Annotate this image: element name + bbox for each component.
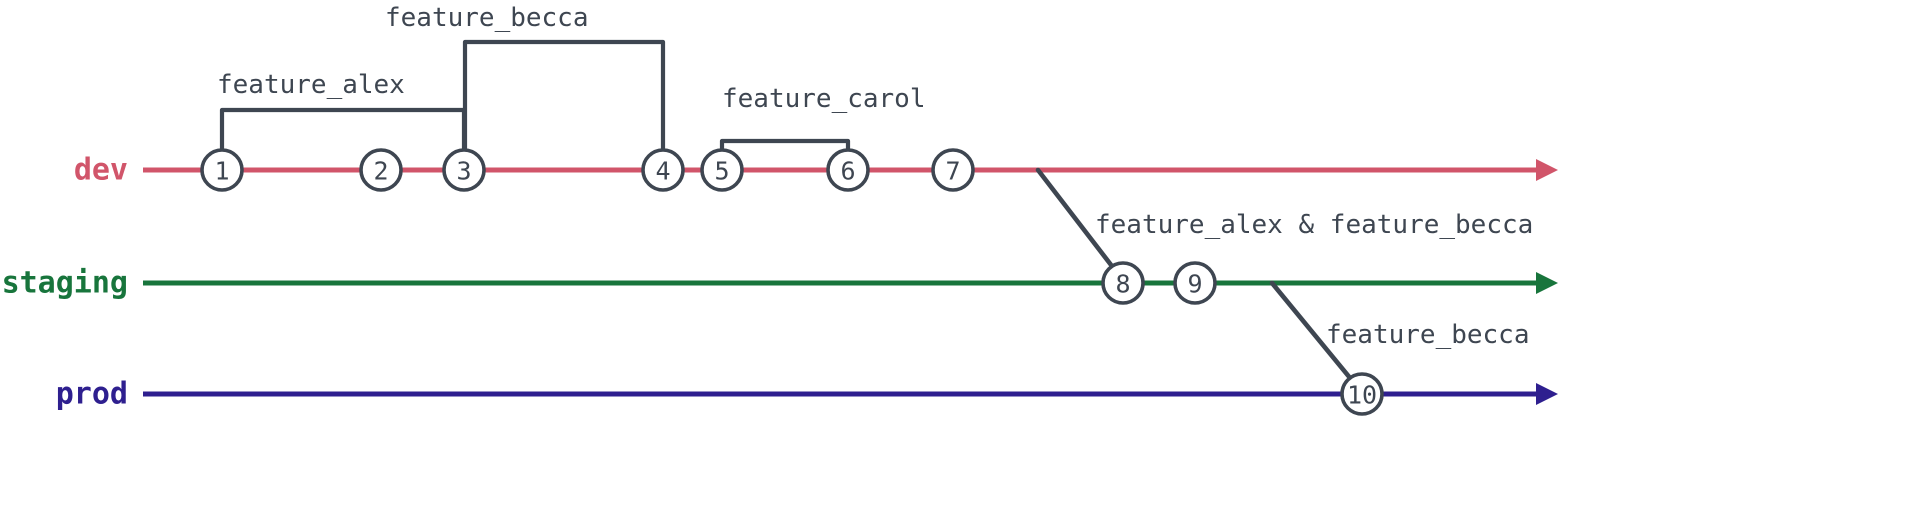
commit-nodes-group: 1 2 3 4 5 6 7 8 9 10 — [200, 148, 1384, 416]
commit-label-4: 4 — [655, 157, 670, 186]
commit-circle-6 — [826, 148, 870, 192]
branch-label-dev: dev — [74, 153, 128, 188]
commit-label-1: 1 — [214, 157, 229, 186]
branch-arrow-dev — [1536, 159, 1558, 181]
feature-bracket-label-alex: feature_alex — [217, 70, 405, 100]
commit-node-2[interactable]: 2 — [359, 148, 403, 192]
feature-bracket-path-alex — [219, 107, 467, 153]
branch-lines-group — [143, 159, 1558, 405]
feature-bracket-feature-becca: feature_becca — [385, 3, 666, 153]
commit-circle-9 — [1173, 261, 1217, 305]
merge-label-staging-to-prod: feature_becca — [1326, 320, 1530, 350]
branch-arrow-staging — [1536, 272, 1558, 294]
merge-staging-to-prod: feature_becca — [1269, 280, 1530, 387]
commit-node-6[interactable]: 6 — [826, 148, 870, 192]
commit-circle-8 — [1101, 261, 1145, 305]
commit-label-7: 7 — [945, 157, 960, 186]
commit-node-3[interactable]: 3 — [442, 148, 486, 192]
feature-bracket-path-becca — [462, 39, 666, 153]
feature-bracket-path-carol — [719, 138, 851, 155]
feature-bracket-feature-carol: feature_carol — [719, 84, 926, 155]
merge-lines-group: feature_alex & feature_becca feature_bec… — [1035, 167, 1533, 387]
commit-node-4[interactable]: 4 — [641, 148, 685, 192]
commit-label-8: 8 — [1115, 270, 1130, 299]
commit-node-10[interactable]: 10 — [1340, 372, 1384, 416]
feature-bracket-label-carol: feature_carol — [722, 84, 926, 114]
branch-labels-group: dev staging prod — [2, 153, 128, 412]
commit-label-9: 9 — [1187, 270, 1202, 299]
commit-label-10: 10 — [1347, 381, 1377, 410]
feature-bracket-label-becca: feature_becca — [385, 3, 589, 33]
commit-label-6: 6 — [840, 157, 855, 186]
commit-label-2: 2 — [373, 157, 388, 186]
merge-line-staging-to-prod — [1269, 280, 1358, 387]
commit-circle-1 — [200, 148, 244, 192]
commit-label-3: 3 — [456, 157, 471, 186]
commit-circle-3 — [442, 148, 486, 192]
merge-dev-to-staging: feature_alex & feature_becca — [1035, 167, 1533, 277]
commit-node-1[interactable]: 1 — [200, 148, 244, 192]
merge-line-dev-to-staging — [1035, 167, 1121, 277]
commit-label-5: 5 — [714, 157, 729, 186]
feature-brackets-group: feature_alex feature_becca feature_carol — [217, 3, 926, 155]
feature-bracket-feature-alex: feature_alex — [217, 70, 467, 153]
branch-label-staging: staging — [2, 266, 128, 301]
branch-arrow-prod — [1536, 383, 1558, 405]
commit-node-5[interactable]: 5 — [700, 148, 744, 192]
commit-node-8[interactable]: 8 — [1101, 261, 1145, 305]
merge-label-dev-to-staging: feature_alex & feature_becca — [1095, 210, 1533, 240]
commit-circle-10 — [1340, 372, 1384, 416]
commit-circle-7 — [931, 148, 975, 192]
branch-line-staging[interactable] — [143, 272, 1558, 294]
commit-circle-2 — [359, 148, 403, 192]
branch-label-prod: prod — [56, 377, 128, 412]
commit-circle-5 — [700, 148, 744, 192]
commit-node-9[interactable]: 9 — [1173, 261, 1217, 305]
commit-node-7[interactable]: 7 — [931, 148, 975, 192]
branch-line-prod[interactable] — [143, 383, 1558, 405]
commit-circle-4 — [641, 148, 685, 192]
